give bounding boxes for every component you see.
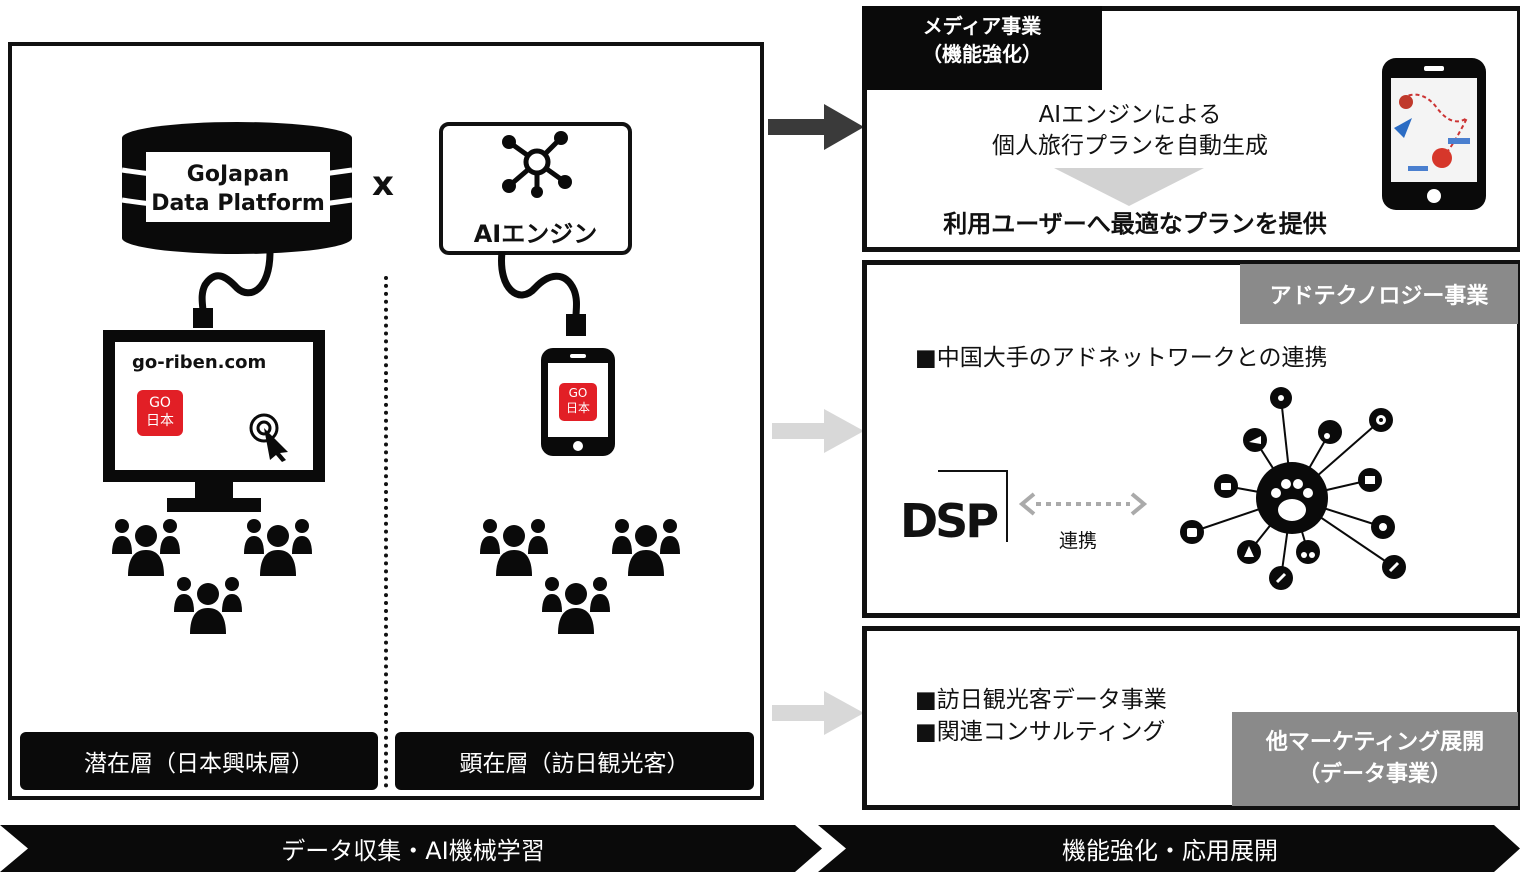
marketing-bullet-2: ■関連コンサルティング (915, 719, 1166, 745)
dsp-logo-frame (938, 470, 1008, 542)
ad-network-hub-icon (1180, 387, 1406, 590)
go-nihon-logo: GO 日本 (559, 383, 597, 421)
bidirectional-arrow (1018, 492, 1148, 516)
times-symbol: x (372, 164, 394, 204)
dsp-logo: DSP (900, 494, 999, 548)
marketing-bullet-1: ■訪日観光客データ事業 (915, 687, 1167, 713)
banner-left: データ収集・AI機械学習 (281, 837, 545, 865)
data-collection-panel (8, 42, 764, 800)
arrow-right-dark (768, 104, 864, 150)
site-url: go-riben.com (132, 352, 267, 373)
banner-left-shape (0, 825, 822, 872)
ai-engine-box (439, 122, 632, 255)
database-label: GoJapan Data Platform (145, 160, 331, 218)
manifest-segment-label: 顕在層（訪日観光客） (395, 732, 754, 790)
smartphone-map-icon (1382, 58, 1486, 210)
marketing-tag-line1: 他マーケティング展開 (1265, 730, 1485, 755)
people-group-icon (480, 519, 680, 634)
arrow-right-light (772, 691, 864, 735)
logo-text-line1: GO (149, 395, 171, 411)
media-business-tag: メディア事業 （機能強化） (862, 6, 1102, 90)
database-label-line1: GoJapan (186, 162, 290, 187)
database-label-line2: Data Platform (151, 191, 325, 216)
arrow-right-light (772, 409, 864, 453)
cable-connector-icon (193, 251, 274, 328)
database-icon (121, 122, 353, 254)
adtech-bullet: ■中国大手のアドネットワークとの連携 (915, 345, 1328, 371)
adtech-business-tag: アドテクノロジー事業 (1240, 264, 1518, 324)
marketing-bullets: ■訪日観光客データ事業 ■関連コンサルティング (915, 684, 1167, 748)
marketing-tag: 他マーケティング展開 （データ事業） (1232, 712, 1518, 806)
cursor-click-icon (249, 413, 288, 462)
media-description: AIエンジンによる 個人旅行プランを自動生成 (930, 100, 1330, 162)
media-tag-line2: （機能強化） (922, 42, 1042, 66)
cable-connector-icon (498, 251, 586, 336)
media-desc-line1: AIエンジンによる (1038, 102, 1222, 128)
go-nihon-logo: GO 日本 (137, 390, 183, 436)
segment-divider (384, 276, 388, 788)
banner-right-shape (818, 825, 1520, 872)
media-tag-line1: メディア事業 (922, 14, 1042, 38)
banner-right: 機能強化・応用展開 (1062, 837, 1278, 865)
people-group-icon (112, 519, 312, 634)
network-icon (502, 131, 572, 198)
ai-engine-label: AIエンジン (473, 220, 598, 248)
logo-text-line2: 日本 (146, 413, 174, 429)
down-triangle-arrow (1054, 168, 1204, 206)
media-result: 利用ユーザーへ最適なプランを提供 (943, 210, 1327, 238)
media-desc-line2: 個人旅行プランを自動生成 (992, 133, 1268, 159)
logo-text-line2: 日本 (565, 401, 590, 415)
logo-text-line1: GO (568, 386, 588, 400)
link-label: 連携 (1059, 530, 1098, 552)
latent-segment-label: 潜在層（日本興味層） (20, 732, 378, 790)
marketing-tag-line2: （データ事業） (1297, 762, 1452, 787)
